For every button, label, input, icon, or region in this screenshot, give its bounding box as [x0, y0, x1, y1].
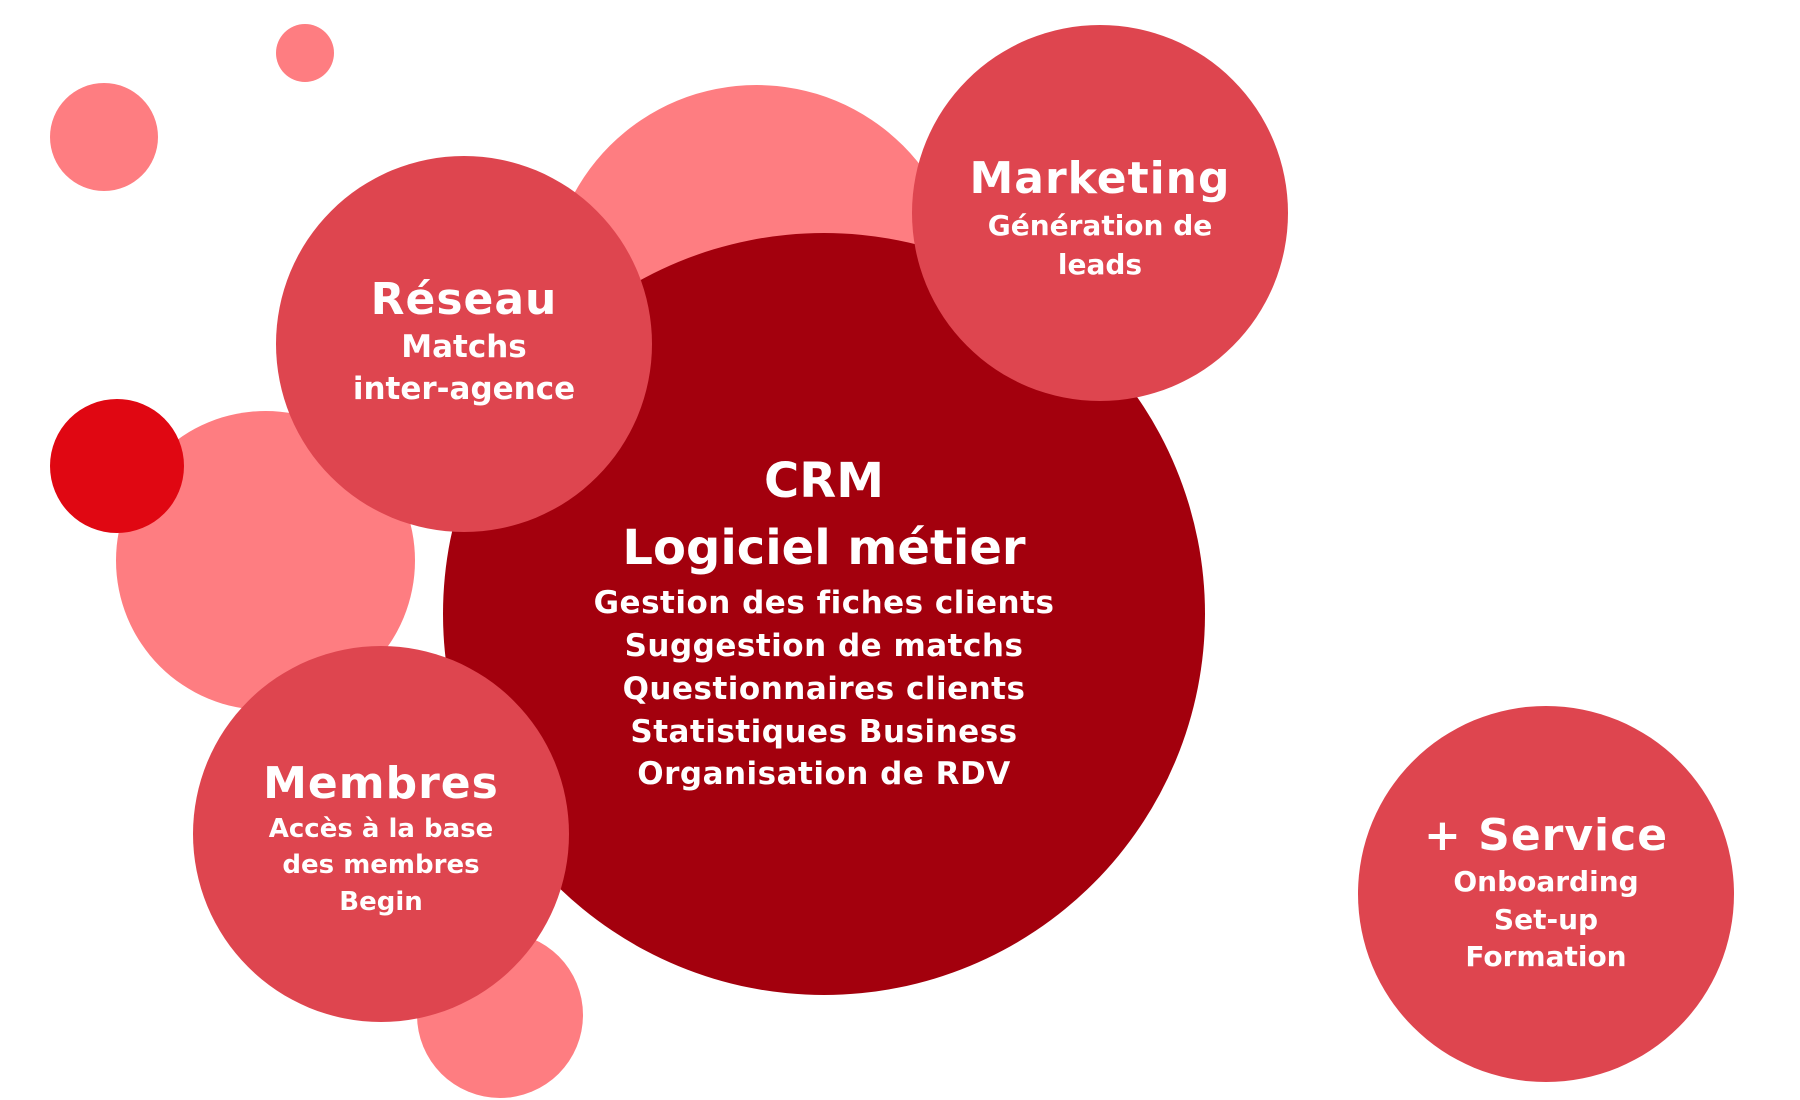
service-line: Formation — [1465, 940, 1627, 974]
reseau-line: inter-agence — [352, 370, 576, 407]
service-bubble: + Service Onboarding Set-up Formation — [1358, 706, 1734, 1082]
membres-line: Begin — [339, 886, 423, 917]
crm-feature-item: Gestion des fiches clients — [593, 585, 1055, 622]
membres-content: Membres Accès à la base des membres Begi… — [193, 646, 569, 1022]
marketing-title: Marketing — [969, 153, 1231, 204]
marketing-line: Génération de — [987, 208, 1213, 242]
reseau-title: Réseau — [370, 274, 558, 325]
reseau-content: Réseau Matchs inter-agence — [276, 156, 652, 532]
marketing-bubble: Marketing Génération de leads — [912, 25, 1288, 401]
reseau-bubble: Réseau Matchs inter-agence — [276, 156, 652, 532]
service-content: + Service Onboarding Set-up Formation — [1358, 706, 1734, 1082]
crm-feature-item: Questionnaires clients — [622, 670, 1026, 707]
crm-feature-item: Suggestion de matchs — [624, 628, 1024, 665]
decorative-bubble — [50, 83, 158, 191]
marketing-line: leads — [1057, 247, 1143, 281]
accent-bubble — [50, 399, 184, 533]
crm-feature-item: Organisation de RDV — [637, 756, 1011, 793]
crm-feature-item: Statistiques Business — [630, 713, 1018, 750]
marketing-content: Marketing Génération de leads — [912, 25, 1288, 401]
decorative-bubble — [276, 24, 334, 82]
membres-title: Membres — [263, 758, 499, 809]
service-title: + Service — [1423, 810, 1669, 861]
membres-line: des membres — [282, 850, 480, 881]
membres-bubble: Membres Accès à la base des membres Begi… — [193, 646, 569, 1022]
membres-line: Accès à la base — [268, 813, 494, 844]
crm-subtitle: Logiciel métier — [622, 520, 1026, 577]
service-line: Onboarding — [1453, 864, 1639, 898]
reseau-line: Matchs — [401, 328, 527, 365]
service-line: Set-up — [1493, 902, 1599, 936]
crm-core-content: CRM Logiciel métier Gestion des fiches c… — [443, 233, 1205, 995]
crm-title: CRM — [764, 453, 884, 509]
